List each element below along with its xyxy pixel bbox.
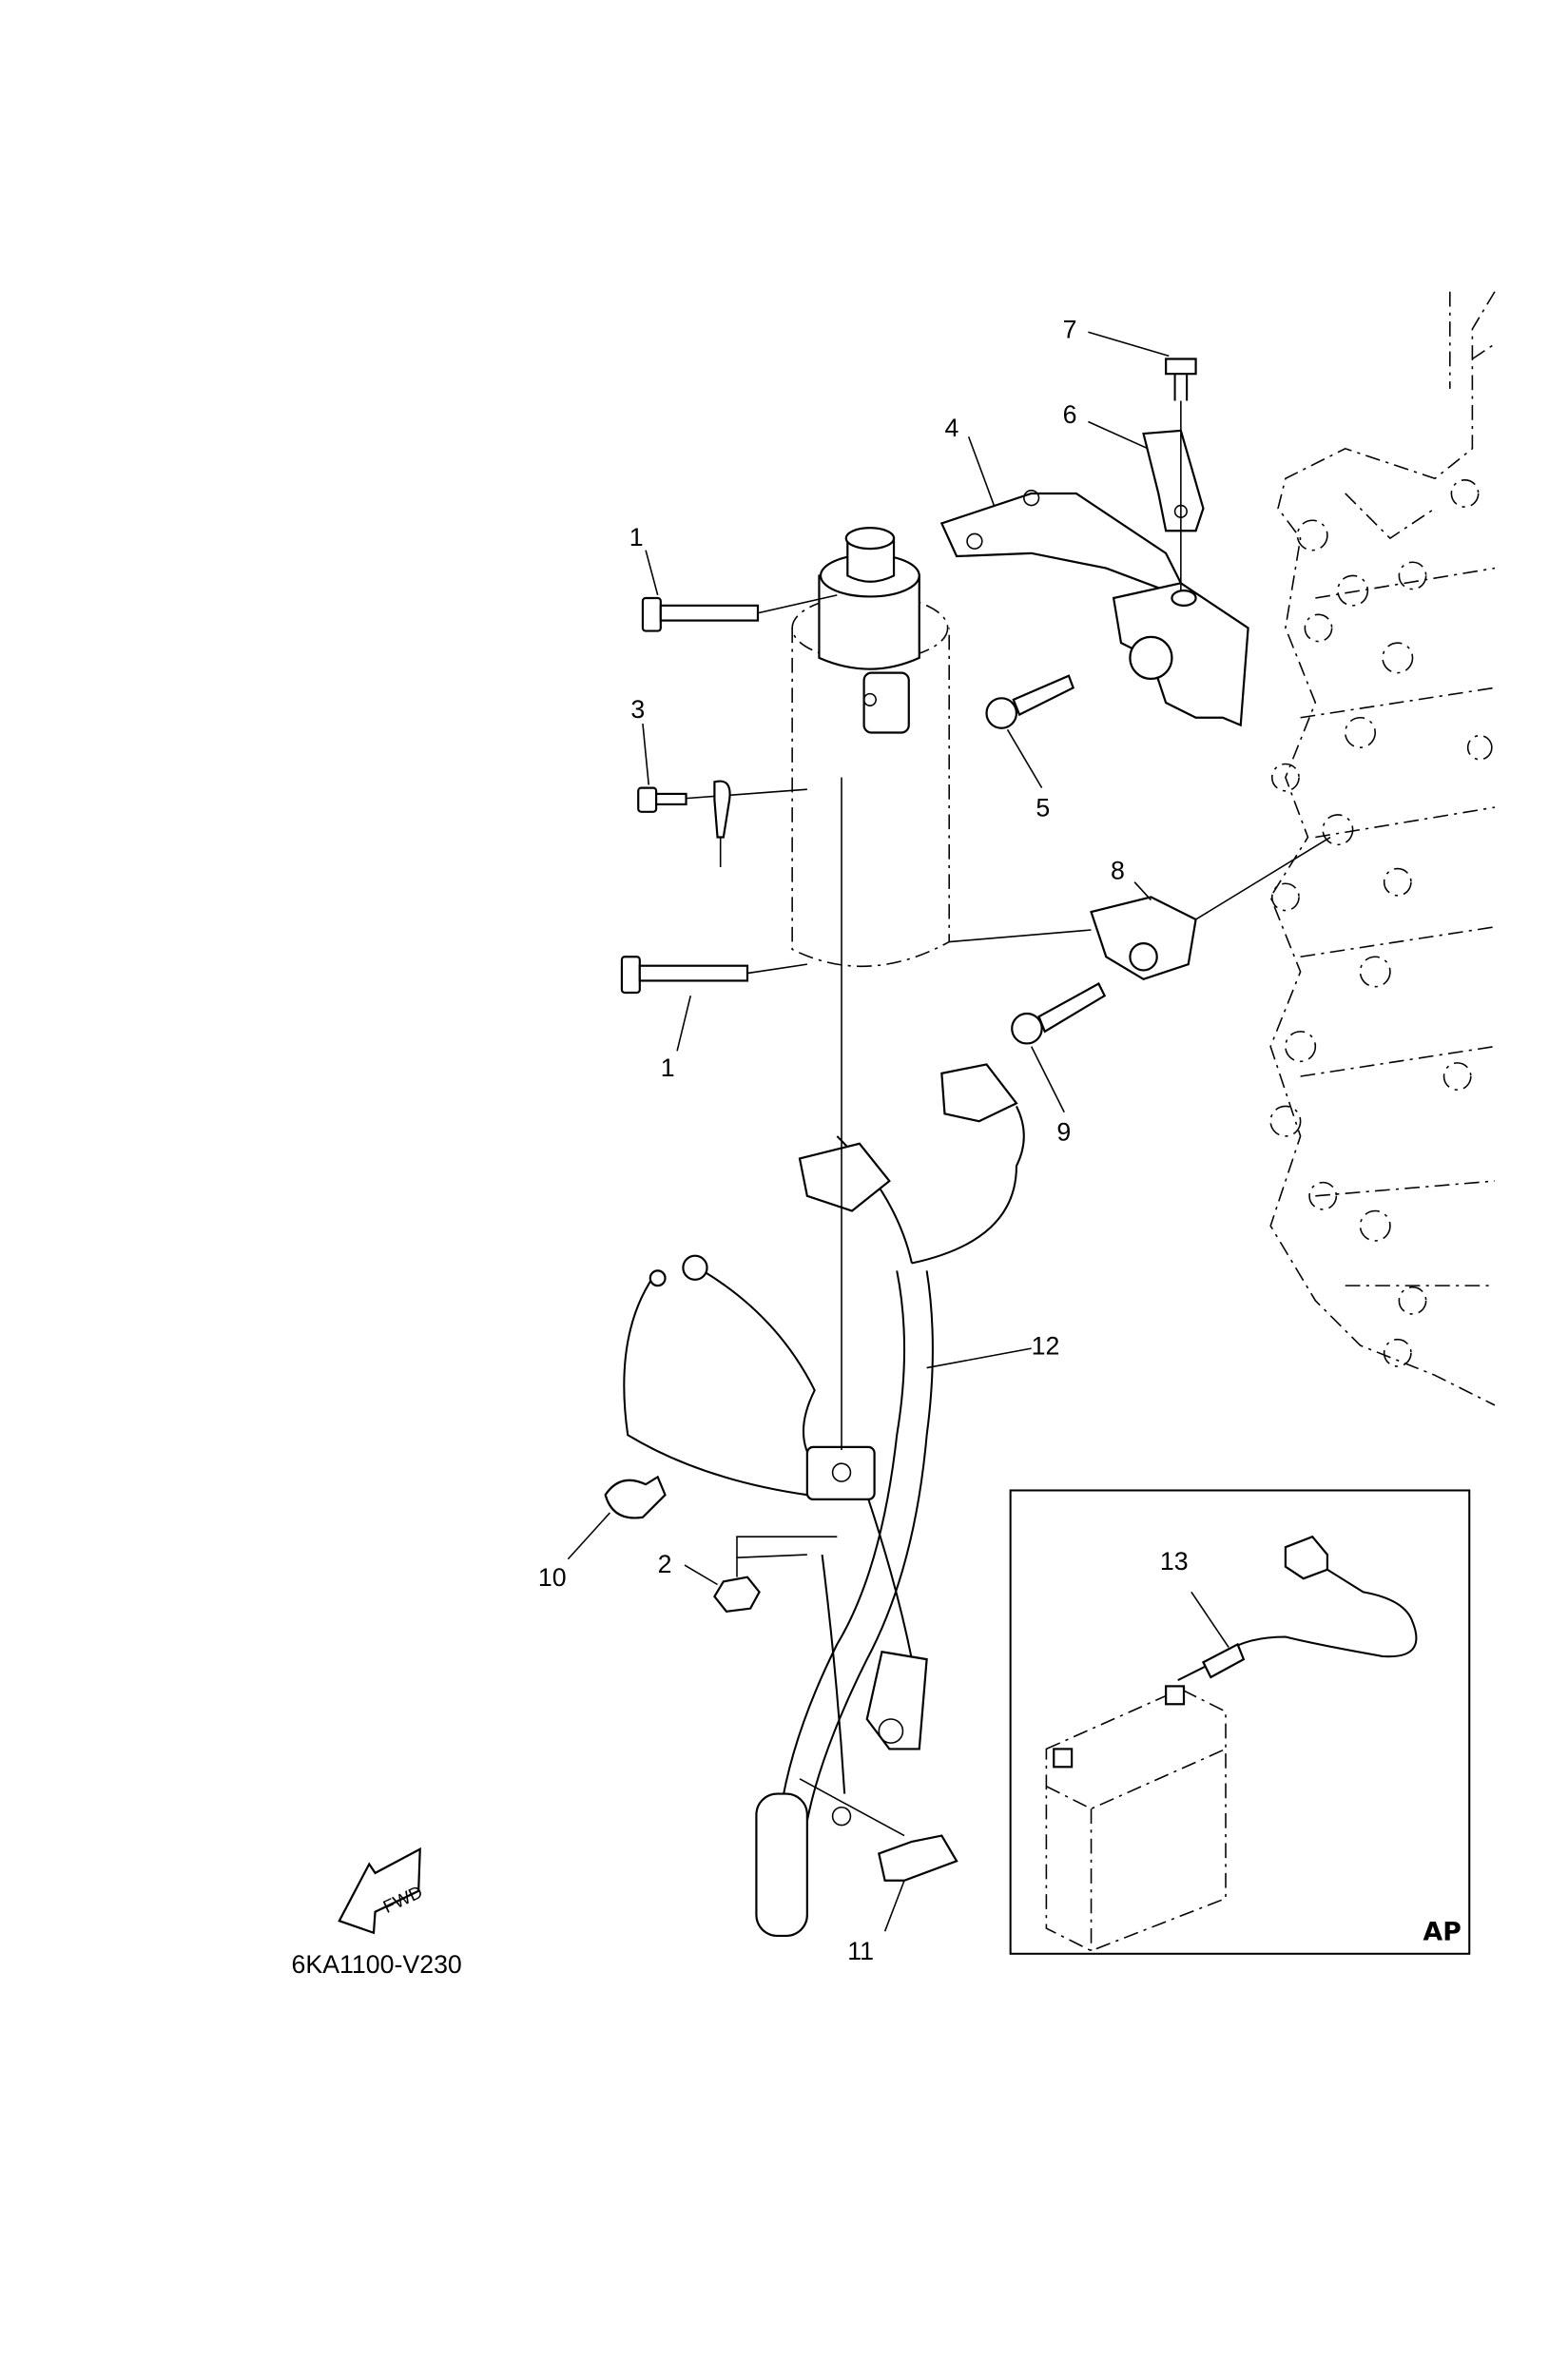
callout-9: 9: [1056, 1118, 1071, 1147]
callout-3: 3: [630, 695, 645, 724]
callout-5: 5: [1036, 794, 1050, 822]
bolt-part-9: [1011, 982, 1107, 1045]
callout-8: 8: [1111, 857, 1125, 885]
screw-part-3: [637, 780, 807, 867]
callout-11: 11: [847, 1937, 874, 1965]
nut-part-2: [713, 1536, 838, 1613]
callout-7: 7: [1063, 315, 1077, 343]
bolt-part-1-lower: [620, 956, 807, 995]
bolt-part-7: [1165, 358, 1197, 591]
bolt-part-5: [985, 674, 1075, 729]
callout-1-upper: 1: [629, 523, 644, 551]
callout-13: 13: [1160, 1547, 1189, 1576]
callout-2: 2: [658, 1550, 672, 1578]
bolt-part-1-upper: [641, 594, 838, 632]
callout-1-lower: 1: [661, 1054, 675, 1082]
clip-part-11: [878, 1834, 958, 1882]
callouts: 1 1 2 3 4 5 6 7 8 9 10 11 12 13: [538, 315, 1189, 1965]
inset-label: AP: [1423, 1918, 1462, 1947]
fwd-arrow-icon: FWD: [338, 1847, 425, 1935]
callout-6: 6: [1063, 400, 1077, 429]
leader-lines: [567, 331, 1229, 1932]
bracket-part-4: [939, 492, 1183, 592]
callout-10: 10: [538, 1563, 567, 1592]
engine-block: [1269, 291, 1496, 1406]
wire-harness-part-12: [623, 1063, 1025, 1938]
clip-part-6: [1142, 429, 1205, 532]
callout-4: 4: [944, 414, 958, 442]
clip-part-10: [604, 1475, 667, 1519]
battery-icon: [1045, 1685, 1227, 1952]
holder-part-8: [1090, 896, 1197, 981]
coil-body: [791, 527, 950, 968]
callout-12: 12: [1032, 1331, 1060, 1360]
inset-optional-parts: AP: [1009, 1489, 1471, 1955]
diagram-code: 6KA1100-V230: [292, 1950, 462, 1979]
